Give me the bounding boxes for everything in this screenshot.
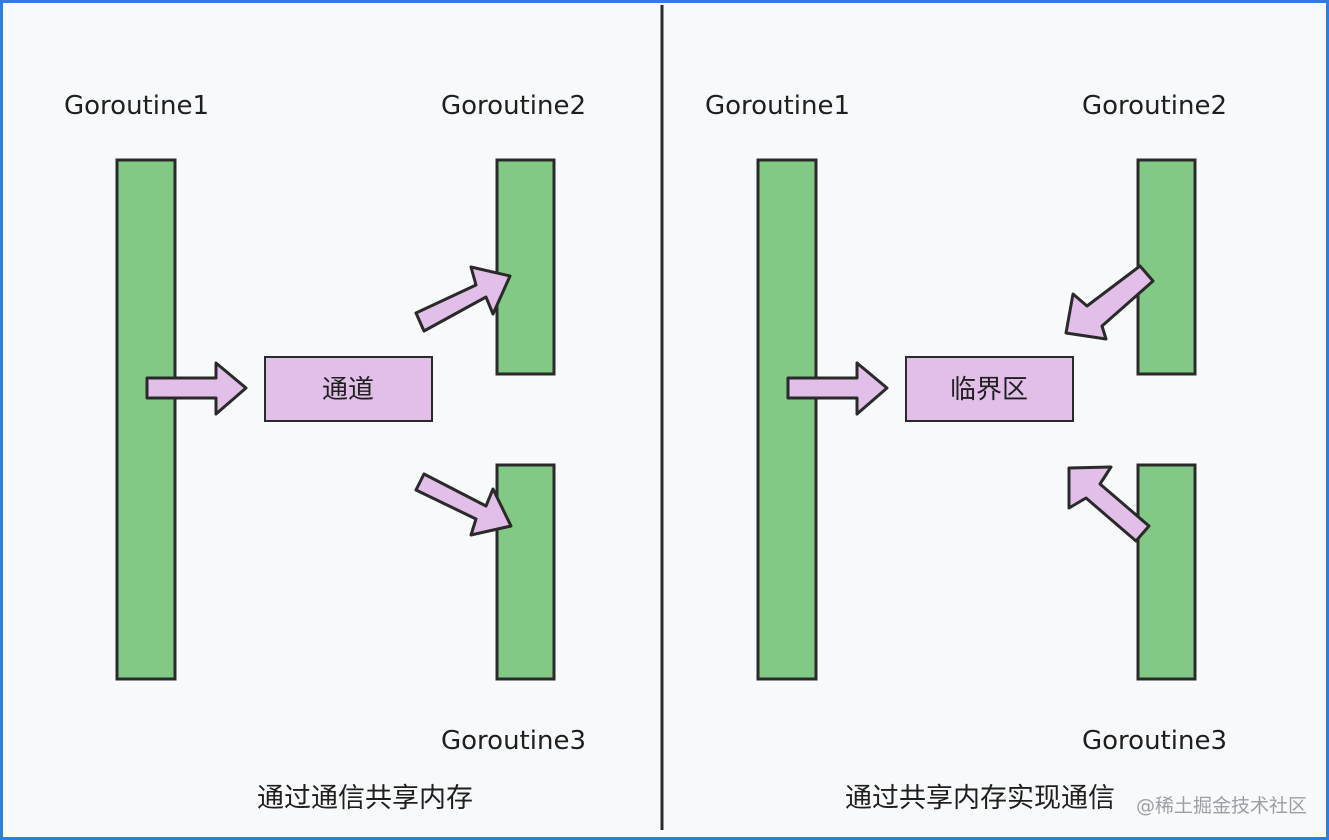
left-arrow-to-channel	[145, 361, 248, 416]
left-caption: 通过通信共享内存	[257, 783, 473, 814]
right-goroutine3-bar	[1136, 463, 1197, 681]
left-channel-label: 通道	[322, 375, 374, 405]
right-arrow-from-goroutine2	[1064, 264, 1155, 341]
left-goroutine3-label: Goroutine3	[441, 726, 586, 756]
right-goroutine3-label: Goroutine3	[1082, 726, 1227, 756]
left-arrow-to-goroutine2	[414, 265, 512, 333]
right-caption: 通过共享内存实现通信	[845, 783, 1115, 814]
right-arrow-to-critical-section	[786, 361, 889, 416]
right-goroutine2-bar	[1136, 158, 1197, 376]
left-channel-box	[264, 356, 433, 422]
right-critical-section-box	[905, 356, 1074, 422]
left-panel: Goroutine1 Goroutine2 Goroutine3 通道 通过通信…	[64, 91, 586, 814]
left-arrow-to-goroutine3	[414, 472, 513, 537]
right-goroutine1-bar	[756, 158, 818, 681]
left-goroutine1-label: Goroutine1	[64, 91, 209, 121]
left-goroutine2-bar	[495, 158, 556, 376]
right-goroutine2-label: Goroutine2	[1082, 91, 1227, 121]
right-arrow-from-goroutine3	[1067, 465, 1151, 543]
left-goroutine3-bar	[495, 463, 556, 681]
left-goroutine2-label: Goroutine2	[441, 91, 586, 121]
right-critical-section-label: 临界区	[950, 375, 1028, 405]
left-goroutine1-bar	[115, 158, 177, 681]
right-panel: Goroutine1 Goroutine2 Goroutine3 临界区 通过共…	[705, 91, 1227, 814]
right-goroutine1-label: Goroutine1	[705, 91, 850, 121]
watermark: @稀土掘金技术社区	[1135, 795, 1307, 817]
